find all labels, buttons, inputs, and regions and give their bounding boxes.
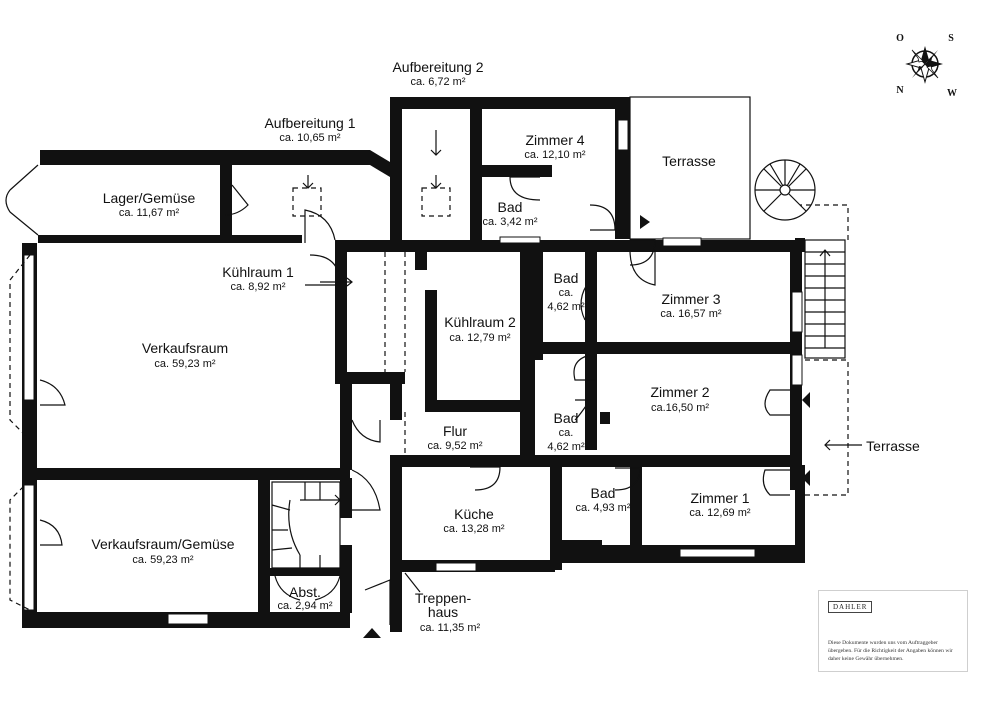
flur-name: Flur (443, 423, 467, 439)
compass-n: N (896, 85, 904, 96)
entrance-marker-3 (802, 470, 810, 486)
zimmer2-name: Zimmer 2 (650, 384, 709, 400)
lager-area: ca. 11,67 m² (119, 207, 180, 219)
aufb2-name: Aufbereitung 2 (392, 59, 483, 75)
treppe-name2: haus (428, 604, 458, 620)
bad2-area2: 4,62 m² (547, 301, 585, 313)
entrance-marker-main (363, 628, 381, 638)
doors (5, 164, 790, 625)
entrance-marker-1 (640, 215, 650, 229)
treppenhaus-leader (404, 572, 421, 593)
compass-s: S (948, 33, 954, 44)
kuehl2-name: Kühlraum 2 (444, 314, 516, 330)
treppe-name1: Treppen- (415, 590, 472, 606)
zimmer3-area: ca. 16,57 m² (660, 308, 721, 320)
bad2-name: Bad (554, 270, 579, 286)
bad4-name: Bad (591, 485, 616, 501)
terrasse-top-name: Terrasse (662, 153, 716, 169)
floor-hatch-2 (421, 187, 451, 217)
kuehl2-area: ca. 12,79 m² (449, 332, 510, 344)
verkauf-name: Verkaufsraum (142, 340, 228, 356)
zimmer4-name: Zimmer 4 (525, 132, 584, 148)
kuehl1-name: Kühlraum 1 (222, 264, 294, 280)
hatch-arrow-1 (302, 175, 314, 189)
hatch-arrow-3 (430, 175, 442, 189)
bad3-area2: 4,62 m² (547, 441, 585, 453)
abst-area: ca. 2,94 m² (277, 600, 332, 612)
direction-arrow (320, 277, 353, 287)
hatch-arrow-2 (430, 130, 442, 156)
brand-logo: DAHLER (828, 601, 873, 613)
disclaimer-box: DAHLER Diese Dokumente wurden uns vom Au… (818, 590, 968, 672)
aufb1-name: Aufbereitung 1 (264, 115, 355, 131)
exterior-stairs (804, 239, 846, 359)
zimmer2-area: ca.16,50 m² (651, 402, 709, 414)
kuehl1-area: ca. 8,92 m² (230, 281, 285, 293)
stair-landing-outline (800, 204, 849, 240)
terrasse-right-name: Terrasse (866, 438, 920, 454)
floor-hatch-1 (292, 187, 322, 217)
zimmer4-area: ca. 12,10 m² (524, 149, 585, 161)
compass-w: W (947, 88, 957, 99)
zimmer3-name: Zimmer 3 (661, 291, 720, 307)
terrasse-right-arrow (824, 439, 862, 451)
kueche-area: ca. 13,28 m² (443, 523, 504, 535)
aufb2-area: ca. 6,72 m² (410, 76, 465, 88)
lager-name: Lager/Gemüse (103, 190, 196, 206)
kueche-name: Küche (454, 506, 494, 522)
bad2-area1: ca. (559, 287, 574, 299)
aufb1-area: ca. 10,65 m² (279, 132, 340, 144)
entrance-marker-2 (802, 392, 810, 408)
abst-name: Abst. (289, 584, 321, 600)
disclaimer-text: Diese Dokumente wurden uns vom Auftragge… (828, 640, 953, 662)
main-staircase (271, 481, 341, 569)
bad1-area: ca. 3,42 m² (482, 216, 537, 228)
windows (23, 119, 803, 625)
bad3-name: Bad (554, 410, 579, 426)
compass-icon: O S N W (896, 33, 957, 99)
bad3-area1: ca. (559, 427, 574, 439)
flur-area: ca. 9,52 m² (427, 440, 482, 452)
terrasse-right-outline (805, 359, 849, 496)
spiral-staircase (754, 159, 816, 221)
zimmer1-area: ca. 12,69 m² (689, 507, 750, 519)
verkauf-gem-name: Verkaufsraum/Gemüse (91, 536, 234, 552)
compass-o: O (896, 33, 904, 44)
treppe-area: ca. 11,35 m² (420, 622, 481, 634)
bad1-name: Bad (498, 199, 523, 215)
room-labels: Lager/Gemüse ca. 11,67 m² Aufbereitung 1… (91, 59, 920, 634)
walls (22, 97, 805, 632)
verkauf-gem-area: ca. 59,23 m² (132, 554, 193, 566)
bad4-area: ca. 4,93 m² (575, 502, 630, 514)
verkauf-area: ca. 59,23 m² (154, 358, 215, 370)
zimmer1-name: Zimmer 1 (690, 490, 749, 506)
